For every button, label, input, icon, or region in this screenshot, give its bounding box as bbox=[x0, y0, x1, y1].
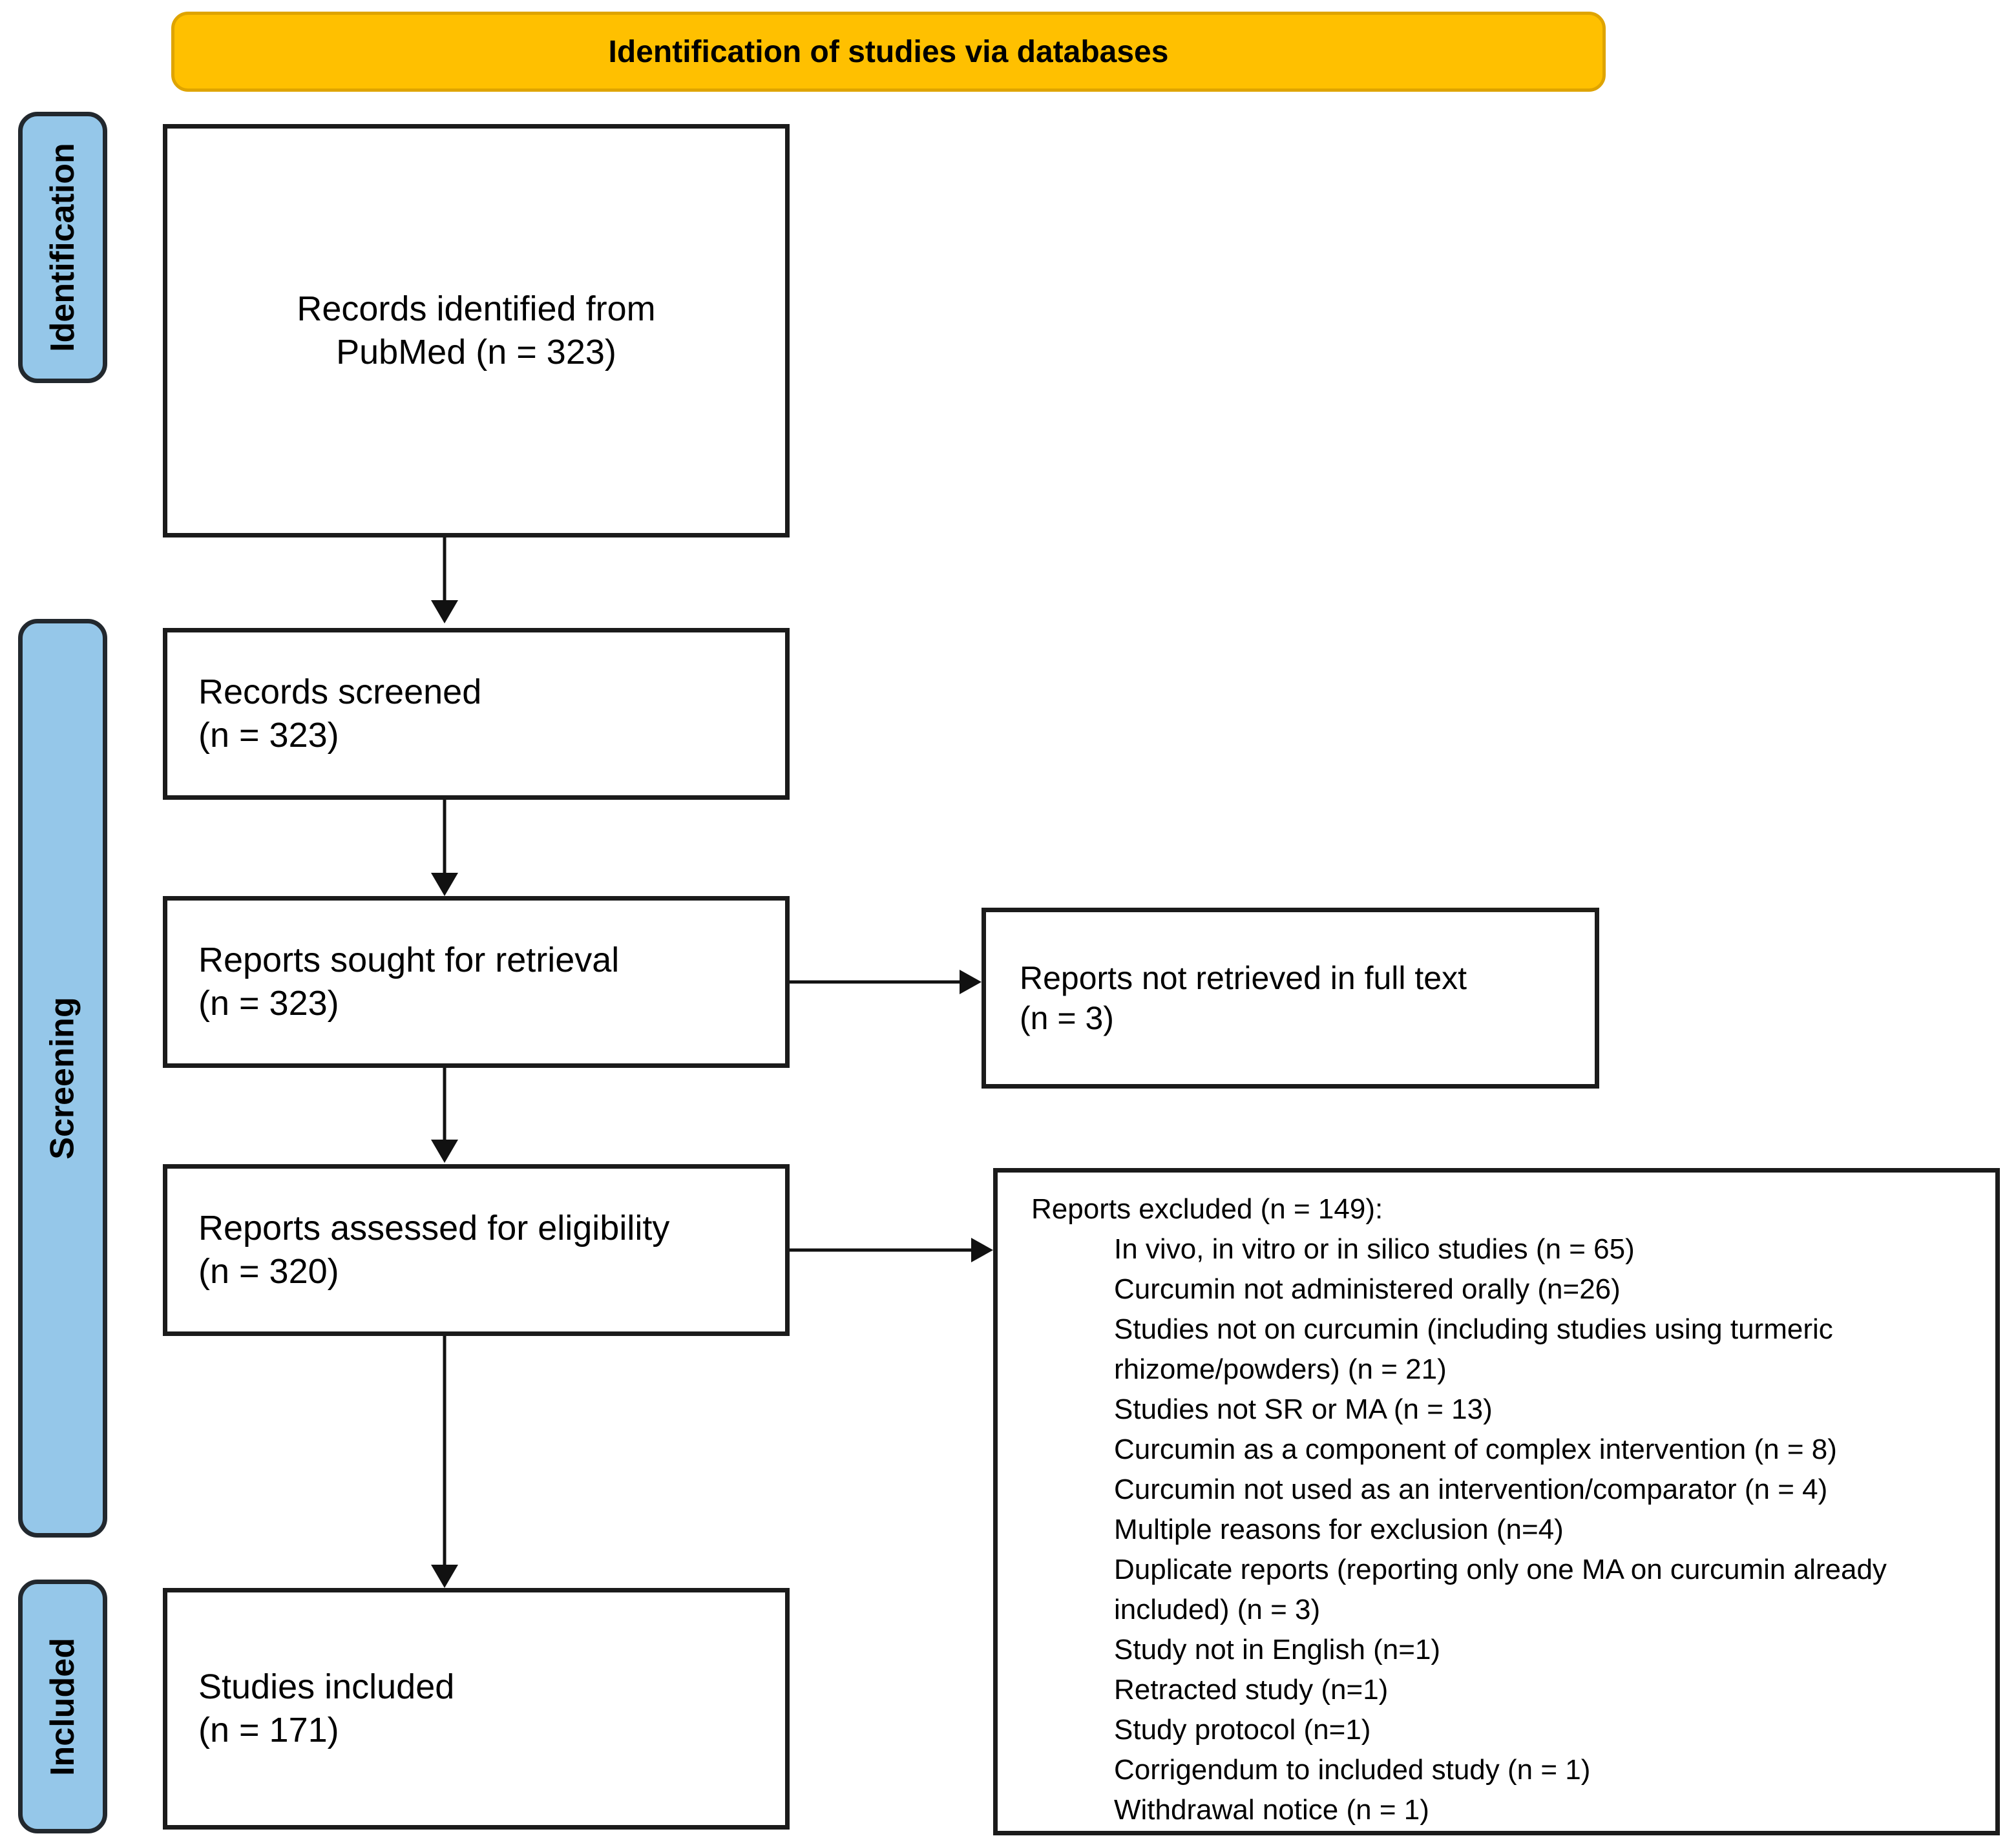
excluded-reason-item: Study not in English (n=1) bbox=[1114, 1634, 1441, 1665]
box-reports-not-retrieved: Reports not retrieved in full text (n = … bbox=[982, 908, 1599, 1089]
arrow-head-icon bbox=[971, 1238, 993, 1262]
excluded-reason-item: In vivo, in vitro or in silico studies (… bbox=[1114, 1233, 1635, 1265]
stage-label-identification: Identification bbox=[18, 112, 107, 383]
box-studies-included: Studies included (n = 171) bbox=[163, 1588, 790, 1830]
excluded-reason-item: Retracted study (n=1) bbox=[1114, 1674, 1389, 1706]
header-banner: Identification of studies via databases bbox=[171, 12, 1606, 92]
arrow-head-icon bbox=[431, 1565, 458, 1588]
box-reports-not-retrieved-line2: (n = 3) bbox=[1020, 1000, 1114, 1036]
down-arrow-assessed-to-included bbox=[431, 1336, 458, 1588]
box-reports-sought-line2: (n = 323) bbox=[198, 984, 339, 1023]
box-reports-sought: Reports sought for retrieval (n = 323) bbox=[163, 896, 790, 1068]
box-reports-assessed-line2: (n = 320) bbox=[198, 1252, 339, 1291]
arrow-head-icon bbox=[431, 1140, 458, 1163]
stage-label-screening: Screening bbox=[18, 619, 107, 1538]
excluded-reason-item: Studies not on curcumin (including studi… bbox=[1114, 1313, 1833, 1385]
right-arrow-sought-to-not-retrieved bbox=[790, 970, 982, 994]
box-records-identified: Records identified from PubMed (n = 323) bbox=[163, 124, 790, 537]
arrow-head-icon bbox=[431, 600, 458, 623]
excluded-reason-item: Curcumin as a component of complex inter… bbox=[1114, 1434, 1837, 1465]
stage-label-screening-text: Screening bbox=[44, 997, 82, 1160]
down-arrow-sought-to-assessed bbox=[431, 1068, 458, 1163]
box-reports-excluded: Reports excluded (n = 149): In vivo, in … bbox=[993, 1168, 2000, 1835]
box-reports-assessed: Reports assessed for eligibility (n = 32… bbox=[163, 1164, 790, 1336]
down-arrow-screened-to-sought bbox=[431, 800, 458, 896]
arrow-head-icon bbox=[431, 873, 458, 896]
excluded-reason-item: Corrigendum to included study (n = 1) bbox=[1114, 1754, 1591, 1786]
excluded-reason-item: Curcumin not administered orally (n=26) bbox=[1114, 1273, 1621, 1305]
arrow-shaft bbox=[443, 1068, 446, 1142]
excluded-reason-item: Withdrawal notice (n = 1) bbox=[1114, 1794, 1429, 1826]
reports-excluded-list: In vivo, in vitro or in silico studies (… bbox=[1031, 1229, 1918, 1830]
box-records-screened-line1: Records screened bbox=[198, 672, 482, 711]
arrow-head-icon bbox=[960, 970, 982, 994]
reports-excluded-title: Reports excluded (n = 149): bbox=[1031, 1193, 1383, 1225]
excluded-reason-item: Duplicate reports (reporting only one MA… bbox=[1114, 1554, 1887, 1625]
stage-label-identification-text: Identification bbox=[44, 143, 81, 352]
arrow-shaft bbox=[790, 980, 962, 984]
box-records-screened-line2: (n = 323) bbox=[198, 716, 339, 755]
box-reports-assessed-line1: Reports assessed for eligibility bbox=[198, 1208, 670, 1247]
excluded-reason-item: Study protocol (n=1) bbox=[1114, 1714, 1371, 1746]
arrow-shaft bbox=[443, 1336, 446, 1567]
box-records-screened: Records screened (n = 323) bbox=[163, 628, 790, 800]
excluded-reason-item: Studies not SR or MA (n = 13) bbox=[1114, 1393, 1493, 1425]
box-reports-not-retrieved-line1: Reports not retrieved in full text bbox=[1020, 959, 1467, 996]
box-reports-sought-line1: Reports sought for retrieval bbox=[198, 940, 620, 979]
right-arrow-assessed-to-excluded bbox=[790, 1238, 993, 1262]
down-arrow-identified-to-screened bbox=[431, 537, 458, 623]
excluded-reason-item: Multiple reasons for exclusion (n=4) bbox=[1114, 1514, 1564, 1545]
box-records-identified-line1: Records identified from bbox=[297, 289, 656, 328]
header-title: Identification of studies via databases bbox=[608, 34, 1169, 69]
excluded-reason-item: Curcumin not used as an intervention/com… bbox=[1114, 1474, 1828, 1505]
arrow-shaft bbox=[443, 537, 446, 603]
stage-label-included: Included bbox=[18, 1580, 107, 1833]
arrow-shaft bbox=[443, 800, 446, 875]
box-studies-included-line2: (n = 171) bbox=[198, 1711, 339, 1749]
stage-label-included-text: Included bbox=[44, 1637, 82, 1776]
box-records-identified-line2: PubMed (n = 323) bbox=[336, 333, 616, 371]
arrow-shaft bbox=[790, 1248, 974, 1252]
box-studies-included-line1: Studies included bbox=[198, 1667, 455, 1706]
